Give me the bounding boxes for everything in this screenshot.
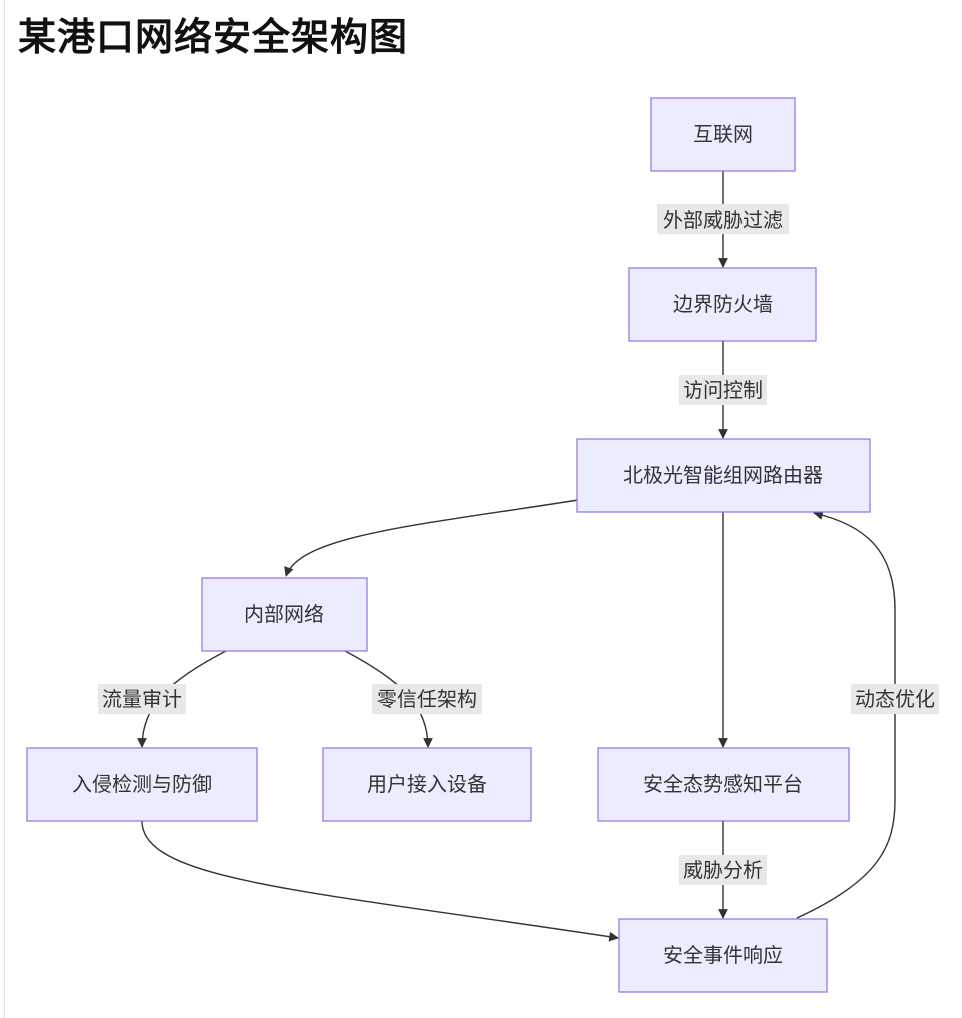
edge-label-response-router: 动态优化 (851, 684, 939, 714)
node-intrusion-detection[interactable]: 入侵检测与防御 (26, 747, 258, 822)
edge-label-internet-firewall: 外部威胁过滤 (657, 204, 789, 234)
node-internal-network[interactable]: 内部网络 (201, 577, 368, 652)
svg-text:入侵检测与防御: 入侵检测与防御 (72, 772, 212, 796)
svg-text:访问控制: 访问控制 (683, 378, 763, 402)
svg-text:边界防火墙: 边界防火墙 (673, 292, 773, 316)
svg-text:北极光智能组网路由器: 北极光智能组网路由器 (623, 463, 823, 487)
edge-router-internal (284, 499, 579, 577)
node-router[interactable]: 北极光智能组网路由器 (576, 438, 871, 513)
svg-text:流量审计: 流量审计 (102, 687, 182, 711)
node-user-devices[interactable]: 用户接入设备 (322, 747, 532, 822)
svg-text:安全态势感知平台: 安全态势感知平台 (643, 772, 803, 796)
svg-text:动态优化: 动态优化 (855, 687, 935, 711)
svg-text:外部威胁过滤: 外部威胁过滤 (663, 208, 783, 232)
node-incident-response[interactable]: 安全事件响应 (618, 918, 828, 993)
edge-ids-response (141, 820, 619, 942)
svg-text:威胁分析: 威胁分析 (683, 858, 763, 882)
svg-text:用户接入设备: 用户接入设备 (367, 772, 487, 796)
svg-text:安全事件响应: 安全事件响应 (663, 943, 783, 967)
node-internet[interactable]: 互联网 (650, 97, 796, 172)
edge-label-internal-ids: 流量审计 (98, 684, 186, 714)
page-title: 某港口网络安全架构图 (18, 15, 409, 59)
svg-text:零信任架构: 零信任架构 (377, 687, 477, 711)
edge-label-internal-devices: 零信任架构 (372, 684, 482, 714)
edge-label-situation-response: 威胁分析 (679, 855, 767, 885)
left-divider (4, 0, 5, 1018)
node-situation-awareness[interactable]: 安全态势感知平台 (597, 747, 850, 822)
svg-text:内部网络: 内部网络 (244, 602, 324, 626)
node-border-firewall[interactable]: 边界防火墙 (628, 267, 817, 342)
edge-response-router (796, 510, 896, 919)
svg-text:互联网: 互联网 (693, 122, 753, 146)
edge-label-firewall-router: 访问控制 (679, 375, 767, 405)
